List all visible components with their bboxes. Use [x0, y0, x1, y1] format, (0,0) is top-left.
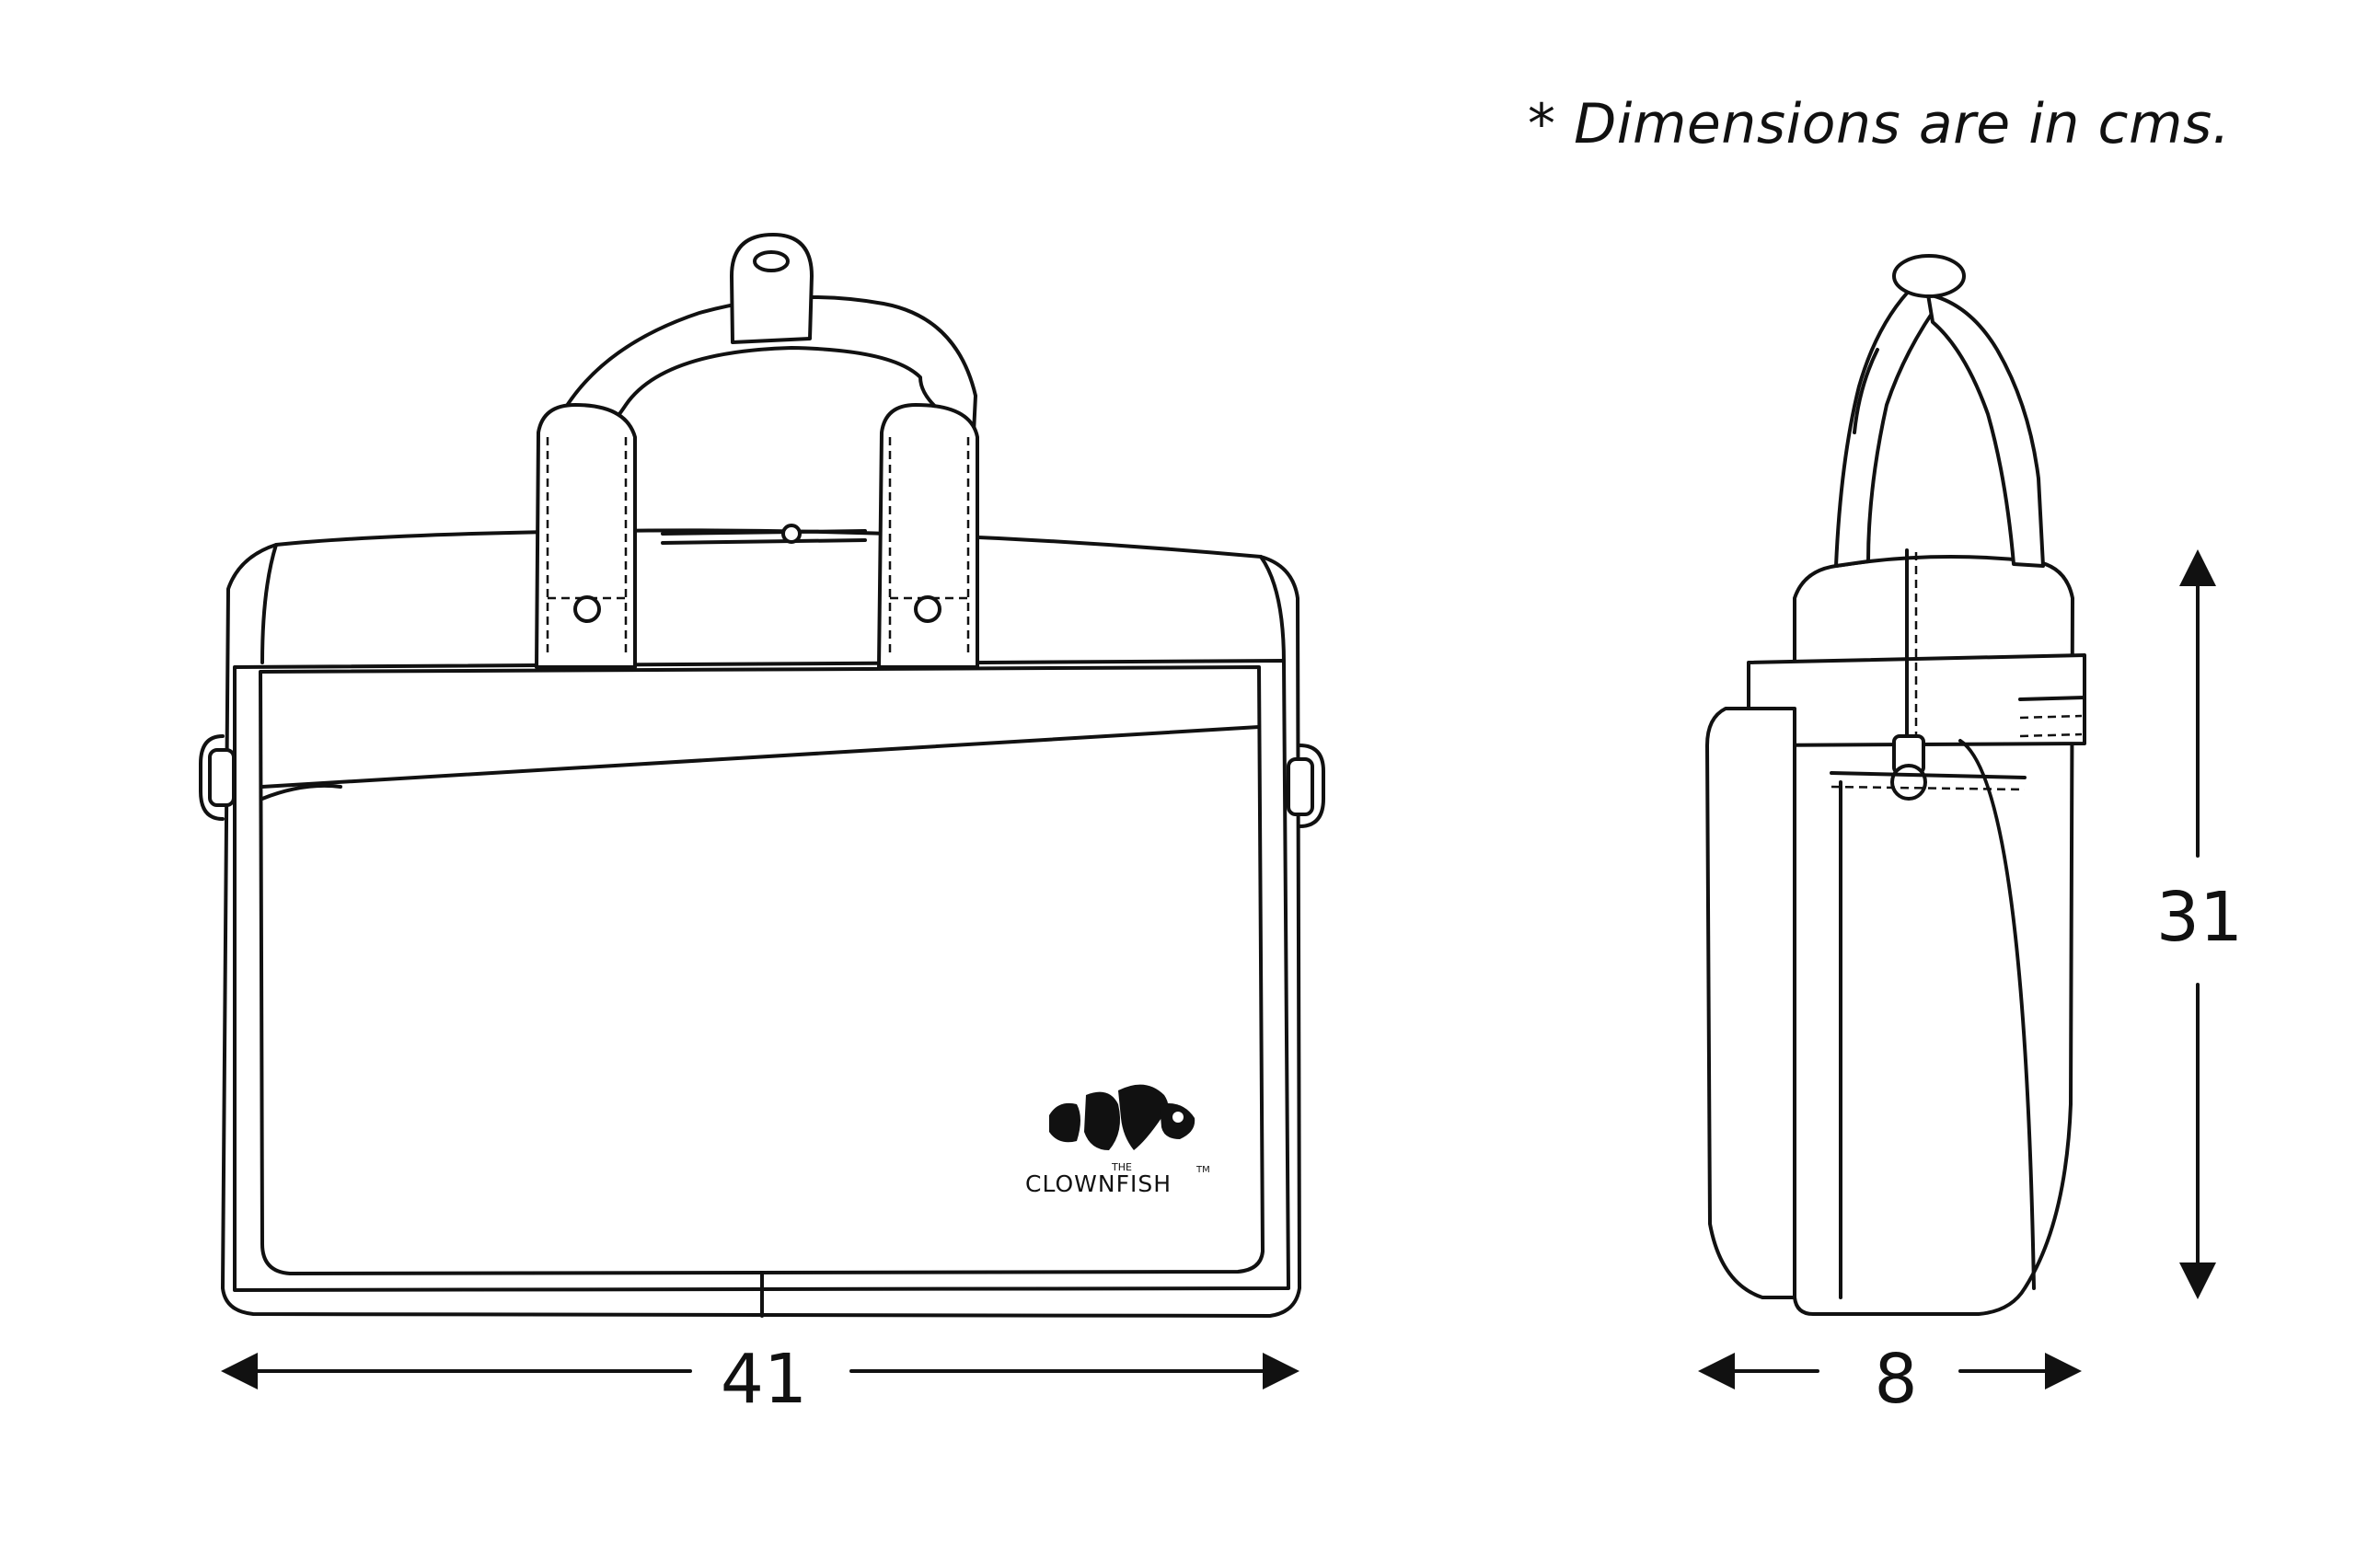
front-view — [199, 233, 1325, 1318]
clownfish-logo — [1049, 1084, 1195, 1150]
width-dimension-label: 41 — [720, 1340, 808, 1419]
logo-trademark: TM — [1196, 1165, 1210, 1175]
depth-dimension-label: 8 — [1874, 1340, 1918, 1419]
logo-the-text: THE — [1112, 1161, 1132, 1173]
logo-brand-text: CLOWNFISH — [1025, 1170, 1172, 1197]
dimensions-note: * Dimensions are in cms. — [1528, 92, 2231, 156]
height-dimension-label: 31 — [2155, 878, 2244, 957]
bag-back-panel — [221, 528, 1301, 1318]
dimension-arrows — [221, 549, 2216, 1389]
side-view — [1705, 254, 2086, 1316]
